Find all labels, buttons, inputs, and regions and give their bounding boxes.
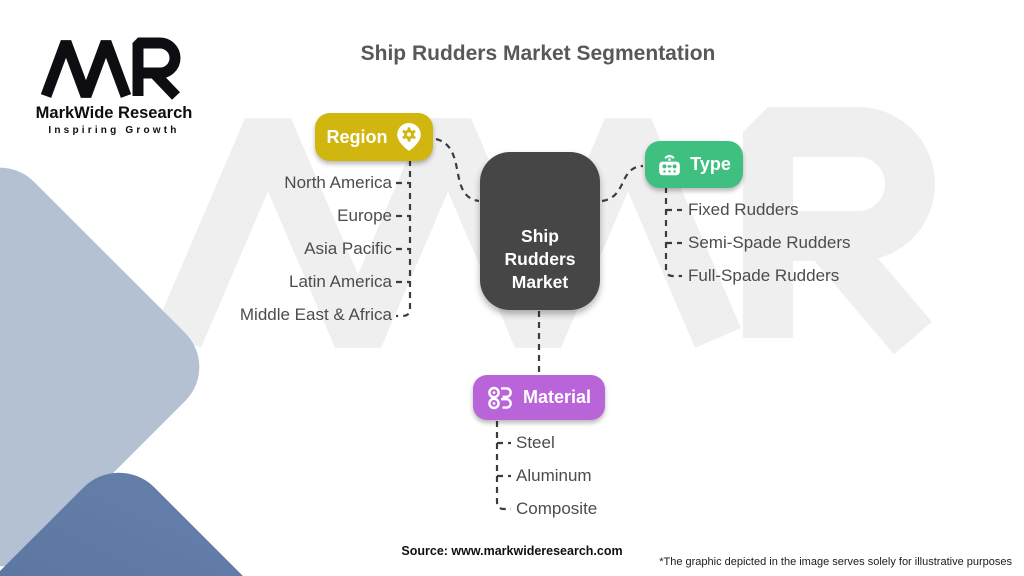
page-title: Ship Rudders Market Segmentation bbox=[360, 42, 716, 65]
connector-material-spine bbox=[495, 421, 511, 511]
branch-node-region: Region bbox=[315, 113, 433, 161]
connector-material-stubs bbox=[497, 441, 511, 478]
location-pin-gear-icon bbox=[396, 123, 421, 151]
connector-region-stubs bbox=[396, 181, 410, 284]
connector-type-stubs bbox=[666, 208, 682, 245]
type-item: Fixed Rudders bbox=[688, 200, 799, 219]
source-text: Source: www.markwideresearch.com bbox=[401, 544, 623, 558]
logo-name: MarkWide Research bbox=[35, 104, 193, 122]
center-node-line-1: Ship bbox=[521, 226, 559, 246]
branch-node-type: Type bbox=[645, 141, 743, 188]
region-item: Europe bbox=[337, 206, 392, 225]
branch-node-material: Material bbox=[473, 375, 605, 420]
remote-control-icon bbox=[659, 155, 680, 176]
connector-type-spine bbox=[664, 187, 682, 278]
connector-region-spine bbox=[396, 160, 412, 318]
region-item: North America bbox=[284, 173, 392, 192]
type-item: Semi-Spade Rudders bbox=[688, 233, 851, 252]
material-label: Material bbox=[522, 387, 592, 407]
type-label: Type bbox=[690, 154, 731, 174]
mwr-watermark bbox=[155, 107, 935, 355]
material-item: Steel bbox=[516, 433, 555, 452]
connector-center-to-type bbox=[601, 164, 644, 203]
material-rolls-icon bbox=[488, 386, 512, 409]
region-item: Middle East & Africa bbox=[239, 305, 392, 324]
brand-logo: MWR MarkWide Research Inspiring Growth bbox=[28, 36, 200, 136]
center-node-line-2: Rudders bbox=[504, 249, 576, 269]
center-node: Ship Rudders Market bbox=[480, 152, 600, 310]
material-item: Composite bbox=[516, 499, 598, 518]
logo-mwr-monogram-icon bbox=[40, 37, 180, 100]
region-items-list: North America Europe Asia Pacific Latin … bbox=[240, 171, 392, 327]
center-node-line-3: Market bbox=[511, 272, 569, 292]
region-label: Region bbox=[326, 126, 388, 147]
region-item: Asia Pacific bbox=[304, 239, 392, 258]
type-item: Full-Spade Rudders bbox=[688, 266, 840, 285]
material-items-list: Steel Aluminum Composite bbox=[516, 431, 597, 521]
logo-tagline: Inspiring Growth bbox=[48, 125, 180, 136]
region-item: Latin America bbox=[289, 272, 392, 291]
connector-region-to-center bbox=[435, 137, 480, 203]
logo-mark: MWR bbox=[114, 100, 115, 101]
type-items-list: Fixed Rudders Semi-Spade Rudders Full-Sp… bbox=[688, 198, 851, 288]
disclaimer-text: *The graphic depicted in the image serve… bbox=[659, 556, 1012, 568]
material-item: Aluminum bbox=[516, 466, 592, 485]
